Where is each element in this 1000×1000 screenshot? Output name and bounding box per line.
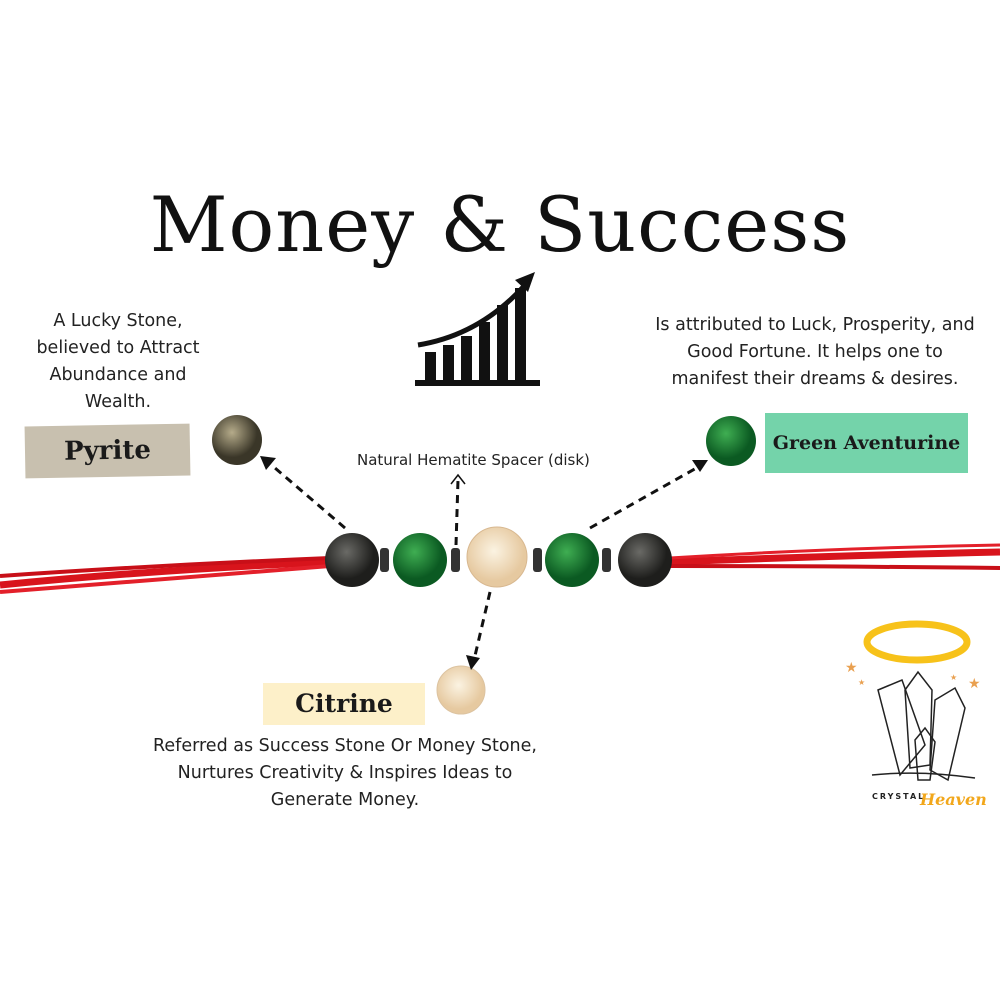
pyrite-label: Pyrite <box>24 423 191 479</box>
crystal-heaven-logo: ★★★★ <box>845 620 981 782</box>
pyrite-description: A Lucky Stone, believed to Attract Abund… <box>8 308 228 416</box>
desc-line: Good Fortune. It helps one to <box>687 342 943 362</box>
hematite-spacer <box>602 548 611 572</box>
svg-text:★: ★ <box>845 660 858 676</box>
desc-line: Abundance and <box>49 365 187 385</box>
bead-pyrite-left <box>325 533 379 587</box>
bead-citrine <box>466 526 528 588</box>
svg-text:★: ★ <box>968 676 981 692</box>
citrine-label: Citrine <box>263 683 425 725</box>
aventurine-description: Is attributed to Luck, Prosperity, and G… <box>640 312 990 393</box>
desc-line: Wealth. <box>84 392 152 412</box>
desc-line: believed to Attract <box>36 338 200 358</box>
bead-aventurine-left <box>393 533 447 587</box>
logo-word-crystal: CRYSTAL <box>872 792 926 801</box>
desc-line: manifest their dreams & desires. <box>671 369 959 389</box>
aventurine-sample-bead <box>706 416 756 466</box>
logo-word-heaven: Heaven <box>920 790 987 809</box>
citrine-sample-bead <box>436 665 486 715</box>
desc-line: Generate Money. <box>270 790 420 810</box>
spacer-label: Natural Hematite Spacer (disk) <box>357 451 590 469</box>
bead-pyrite-right <box>618 533 672 587</box>
hematite-spacer <box>380 548 389 572</box>
growth-chart-icon <box>415 272 540 386</box>
svg-text:★: ★ <box>950 673 957 682</box>
desc-line: Is attributed to Luck, Prosperity, and <box>655 315 975 335</box>
red-thread <box>0 543 1000 594</box>
hematite-spacer <box>533 548 542 572</box>
desc-line: Referred as Success Stone Or Money Stone… <box>153 736 537 756</box>
bead-aventurine-right <box>545 533 599 587</box>
pointer-arrows <box>267 460 701 661</box>
pyrite-sample-bead <box>212 415 262 465</box>
desc-line: A Lucky Stone, <box>53 311 183 331</box>
desc-line: Nurtures Creativity & Inspires Ideas to <box>177 763 513 783</box>
svg-text:★: ★ <box>858 678 865 687</box>
page-title: Money & Success <box>149 180 851 269</box>
citrine-description: Referred as Success Stone Or Money Stone… <box>130 733 560 814</box>
aventurine-label: Green Aventurine <box>765 413 968 473</box>
hematite-spacer <box>451 548 460 572</box>
